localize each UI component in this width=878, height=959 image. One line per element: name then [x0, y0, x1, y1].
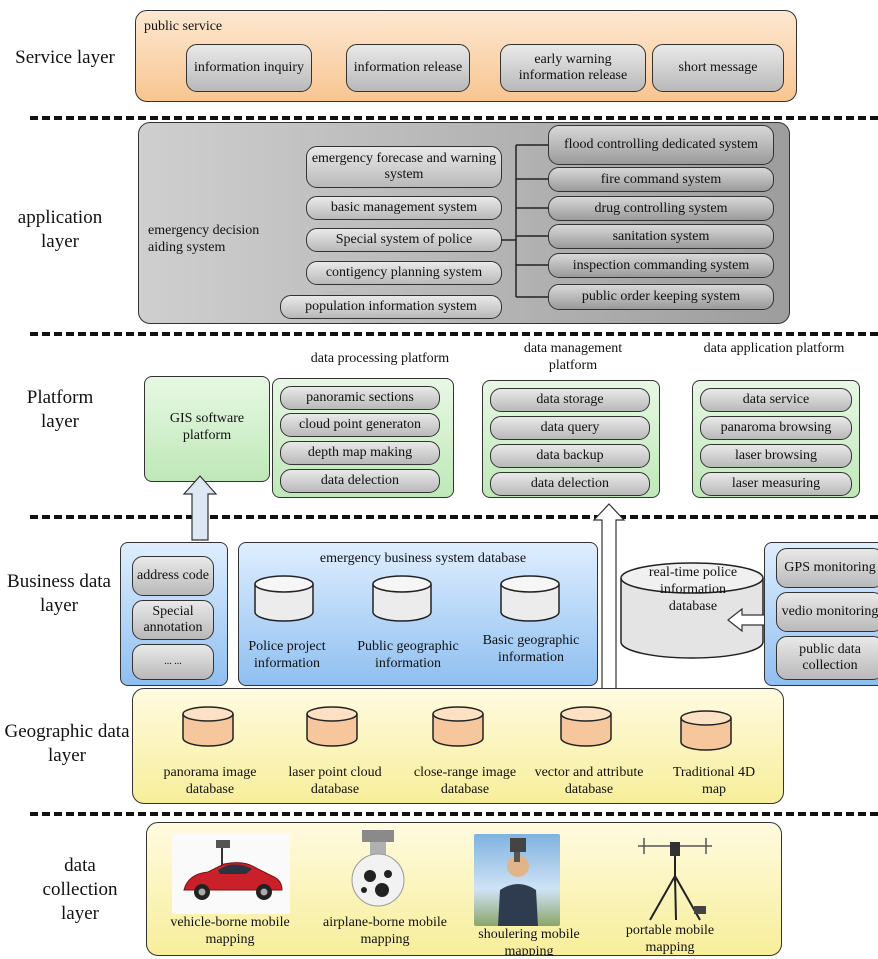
tripod-icon	[638, 838, 712, 921]
app-left-item-contigency: contigency planning system	[306, 261, 502, 285]
geo-db-cylinder-5-icon	[680, 710, 732, 751]
layer-label-platform: Platform layer	[26, 387, 94, 432]
data-app-item-2: panaroma browsing	[700, 416, 852, 440]
data-app-item-3: laser browsing	[700, 444, 852, 468]
data-app-item-4: laser measuring	[700, 472, 852, 496]
service-item-early-warning: early warning information release	[500, 44, 646, 92]
management-item-3: data backup	[490, 444, 650, 468]
app-right-item-drug: drug controlling system	[548, 196, 774, 221]
business-left-special-annotation: Special annotation	[132, 600, 214, 640]
realtime-db-label: real-time police information database	[648, 565, 738, 614]
separator-4	[30, 812, 878, 816]
shouldering-photo	[474, 834, 560, 926]
geo-db-laser: laser point cloud database	[288, 765, 382, 797]
app-left-item-police: Special system of police	[306, 228, 502, 252]
collection-vehicle-label: vehicle-borne mobile mapping	[170, 915, 290, 947]
service-item-release: information release	[346, 44, 470, 92]
separator-2	[30, 332, 878, 336]
gis-platform-label: GIS software platform	[169, 411, 245, 443]
processing-item-4: data delection	[280, 469, 440, 493]
business-right-vedio: vedio monitoring	[776, 592, 878, 632]
app-left-item-forecase: emergency forecase and warning system	[306, 146, 502, 188]
portable-tripod-photo	[630, 832, 720, 922]
management-item-4: data delection	[490, 472, 650, 496]
layer-label-business: Business data layer	[7, 571, 111, 616]
collection-shouldering-label: shoulering mobile mapping	[478, 927, 580, 956]
vehicle-photo	[172, 834, 290, 914]
business-db-public-geo: Public geographic information	[357, 639, 459, 671]
business-db-cylinder-3-icon	[500, 575, 560, 622]
public-service-title: public service	[144, 19, 223, 34]
geo-db-close-range: close-range image database	[413, 765, 517, 797]
geo-db-cylinder-4-icon	[560, 706, 612, 747]
business-right-public-data: public data collection	[776, 636, 878, 680]
airplane-device-photo	[336, 826, 420, 910]
data-app-item-1: data service	[700, 388, 852, 412]
business-left-more: ... ...	[132, 644, 214, 680]
gis-platform-box	[144, 376, 270, 482]
service-item-inquiry: information inquiry	[186, 44, 312, 92]
processing-item-2: cloud point generaton	[280, 413, 440, 437]
car-icon	[183, 840, 283, 900]
processing-platform-title: data processing platform	[310, 351, 450, 366]
geo-db-vector: vector and attribute database	[534, 765, 644, 797]
business-db-police: Police project information	[248, 639, 326, 671]
person-with-camera-icon	[498, 838, 538, 926]
management-platform-title: data management platform	[523, 341, 623, 373]
collection-portable-label: portable mobile mapping	[625, 923, 715, 955]
management-item-2: data query	[490, 416, 650, 440]
layer-label-service: Service layer	[15, 47, 115, 68]
app-right-item-public-order: public order keeping system	[548, 284, 774, 310]
app-right-item-inspection: inspection commanding system	[548, 253, 774, 278]
geo-db-cylinder-3-icon	[432, 706, 484, 747]
processing-item-1: panoramic sections	[280, 386, 440, 410]
realtime-db-cylinder-icon	[620, 562, 764, 659]
geo-db-4d-map: Traditional 4D map	[672, 765, 756, 797]
app-left-item-basic: basic management system	[306, 196, 502, 220]
application-platform-title: data application platform	[703, 341, 845, 356]
layer-label-application: application layer	[17, 207, 103, 252]
app-right-item-flood: flood controlling dedicated system	[548, 125, 774, 165]
geo-db-cylinder-1-icon	[182, 706, 234, 747]
arrow-up-to-gis-icon	[182, 475, 218, 541]
gimbal-camera-icon	[351, 830, 405, 907]
layer-label-collection: data collection layer	[42, 855, 118, 924]
app-left-item-population: population information system	[280, 295, 502, 319]
business-db-cylinder-2-icon	[372, 575, 432, 622]
geo-db-cylinder-2-icon	[306, 706, 358, 747]
management-item-1: data storage	[490, 388, 650, 412]
collection-airplane-label: airplane-borne mobile mapping	[322, 915, 447, 947]
decision-aiding-system: emergency decision aiding system	[148, 223, 260, 255]
business-db-cylinder-1-icon	[254, 575, 314, 622]
geo-db-panorama: panorama image database	[163, 765, 257, 797]
layer-label-geographic: Geographic data layer	[4, 721, 130, 766]
business-db-title: emergency business system database	[319, 551, 527, 566]
separator-1	[30, 116, 878, 120]
app-right-item-sanitation: sanitation system	[548, 224, 774, 249]
business-left-address-code: address code	[132, 556, 214, 596]
service-item-short-message: short message	[652, 44, 784, 92]
business-db-basic-geo: Basic geographic information	[482, 633, 580, 665]
app-right-item-fire: fire command system	[548, 167, 774, 192]
processing-item-3: depth map making	[280, 441, 440, 465]
business-right-gps: GPS monitoring	[776, 548, 878, 588]
separator-3	[30, 515, 878, 519]
